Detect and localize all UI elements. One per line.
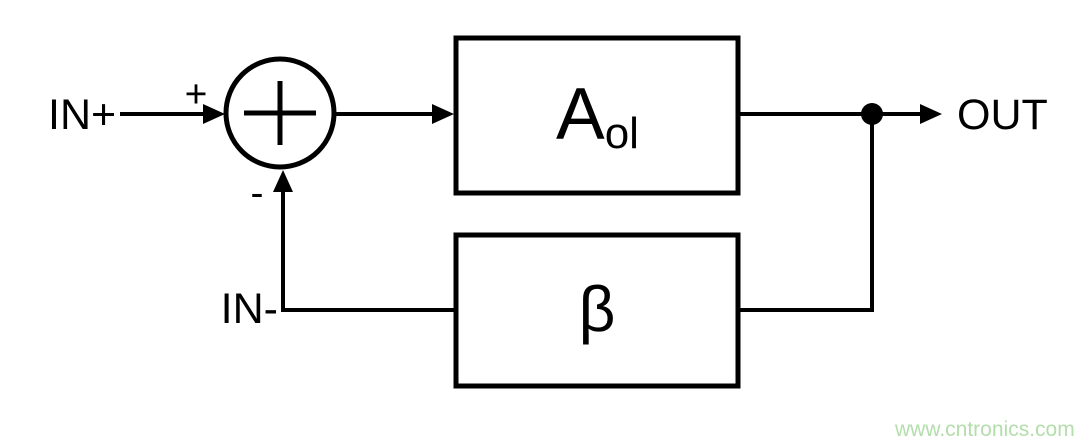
output-arrowhead (920, 104, 942, 124)
gain-arrowhead (432, 104, 454, 124)
gain-block-label: Aol (556, 74, 639, 158)
in-minus-label: IN- (221, 285, 278, 333)
plus-sign-label: + (185, 73, 208, 116)
feedback-block-label: β (579, 273, 616, 345)
gain-block-label-main: A (556, 74, 605, 155)
watermark-text: www.cntronics.com (894, 418, 1075, 441)
gain-block-label-subscript: ol (605, 109, 639, 158)
feedback-return-line (281, 186, 456, 312)
minus-sign-label: - (251, 172, 264, 215)
input-arrowhead (203, 104, 225, 124)
in-plus-label: IN+ (48, 91, 116, 139)
feedback-block-box (453, 232, 741, 389)
gain-block-box (453, 35, 741, 196)
out-label: OUT (957, 91, 1048, 139)
feedback-arrowhead (273, 170, 293, 192)
feedback-tap-line (738, 114, 874, 312)
